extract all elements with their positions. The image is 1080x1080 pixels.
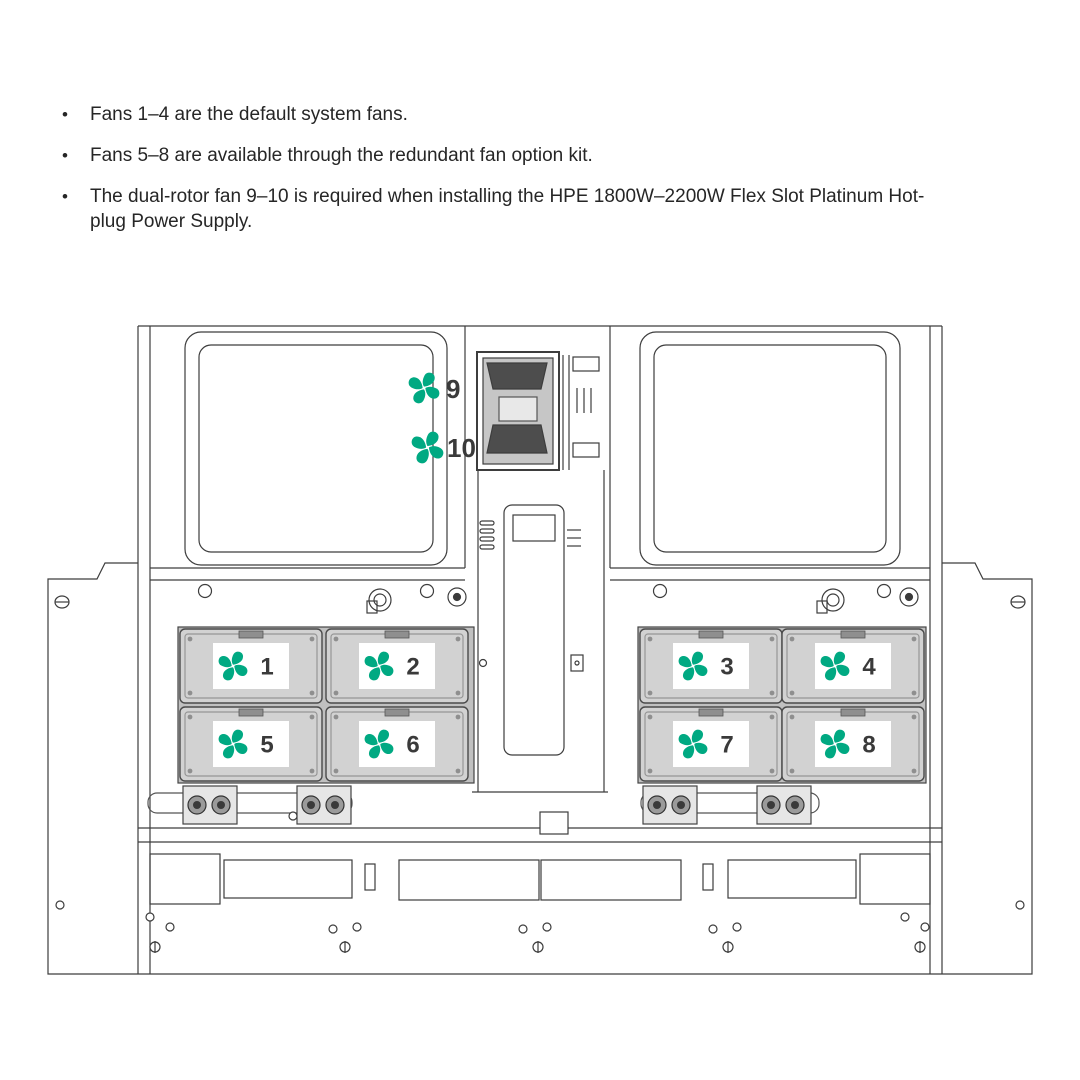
fan-number: 7 bbox=[720, 732, 733, 759]
fan-module-5: 5 bbox=[179, 706, 323, 782]
fan-number: 3 bbox=[720, 654, 733, 681]
rear-bays bbox=[149, 853, 931, 905]
fan-9-label: 9 bbox=[446, 374, 460, 404]
bullet-marker: • bbox=[62, 146, 68, 165]
fan-9-callout: 9 bbox=[408, 372, 460, 404]
bullet-item: • The dual-rotor fan 9–10 is required wh… bbox=[62, 184, 1038, 234]
fan-module-1: 1 bbox=[179, 628, 323, 704]
fan-number: 4 bbox=[862, 654, 876, 681]
fan-9-icon bbox=[408, 372, 440, 404]
bullet-item: • Fans 1–4 are the default system fans. bbox=[62, 102, 1038, 127]
fan-location-diagram: 9 10 bbox=[47, 325, 1033, 975]
fan-module-8: 8 bbox=[781, 706, 925, 782]
dual-rotor-fan-assembly bbox=[476, 351, 600, 471]
screws bbox=[149, 941, 926, 953]
center-column bbox=[464, 326, 611, 793]
bullet-marker: • bbox=[62, 187, 68, 206]
fan-module-7: 7 bbox=[639, 706, 783, 782]
fan-number: 8 bbox=[862, 732, 875, 759]
screw-holes-bottom bbox=[55, 900, 1025, 953]
bullet-text: The dual-rotor fan 9–10 is required when… bbox=[90, 186, 925, 232]
cable-connectors bbox=[138, 785, 942, 843]
bullet-text: Fans 1–4 are the default system fans. bbox=[90, 104, 408, 125]
fan-number: 1 bbox=[260, 654, 273, 681]
fan-module-4: 4 bbox=[781, 628, 925, 704]
bullet-item: • Fans 5–8 are available through the red… bbox=[62, 143, 1038, 168]
chassis-top-view-svg: 9 10 bbox=[47, 325, 1033, 975]
bullet-marker: • bbox=[62, 105, 68, 124]
fan-number: 2 bbox=[406, 654, 419, 681]
fan-10-icon bbox=[411, 431, 444, 464]
left-tray bbox=[184, 331, 448, 566]
bullet-list: • Fans 1–4 are the default system fans. … bbox=[62, 102, 1038, 250]
fan-module-2: 2 bbox=[325, 628, 469, 704]
fan-module-6: 6 bbox=[325, 706, 469, 782]
screw-holes-mid bbox=[54, 583, 1026, 614]
fan-number: 5 bbox=[260, 732, 273, 759]
right-tray bbox=[639, 331, 901, 566]
fan-10-callout: 10 bbox=[411, 431, 476, 464]
bullet-text: Fans 5–8 are available through the redun… bbox=[90, 145, 593, 166]
fan-module-3: 3 bbox=[639, 628, 783, 704]
fan-10-label: 10 bbox=[447, 433, 476, 463]
fan-number: 6 bbox=[406, 732, 419, 759]
